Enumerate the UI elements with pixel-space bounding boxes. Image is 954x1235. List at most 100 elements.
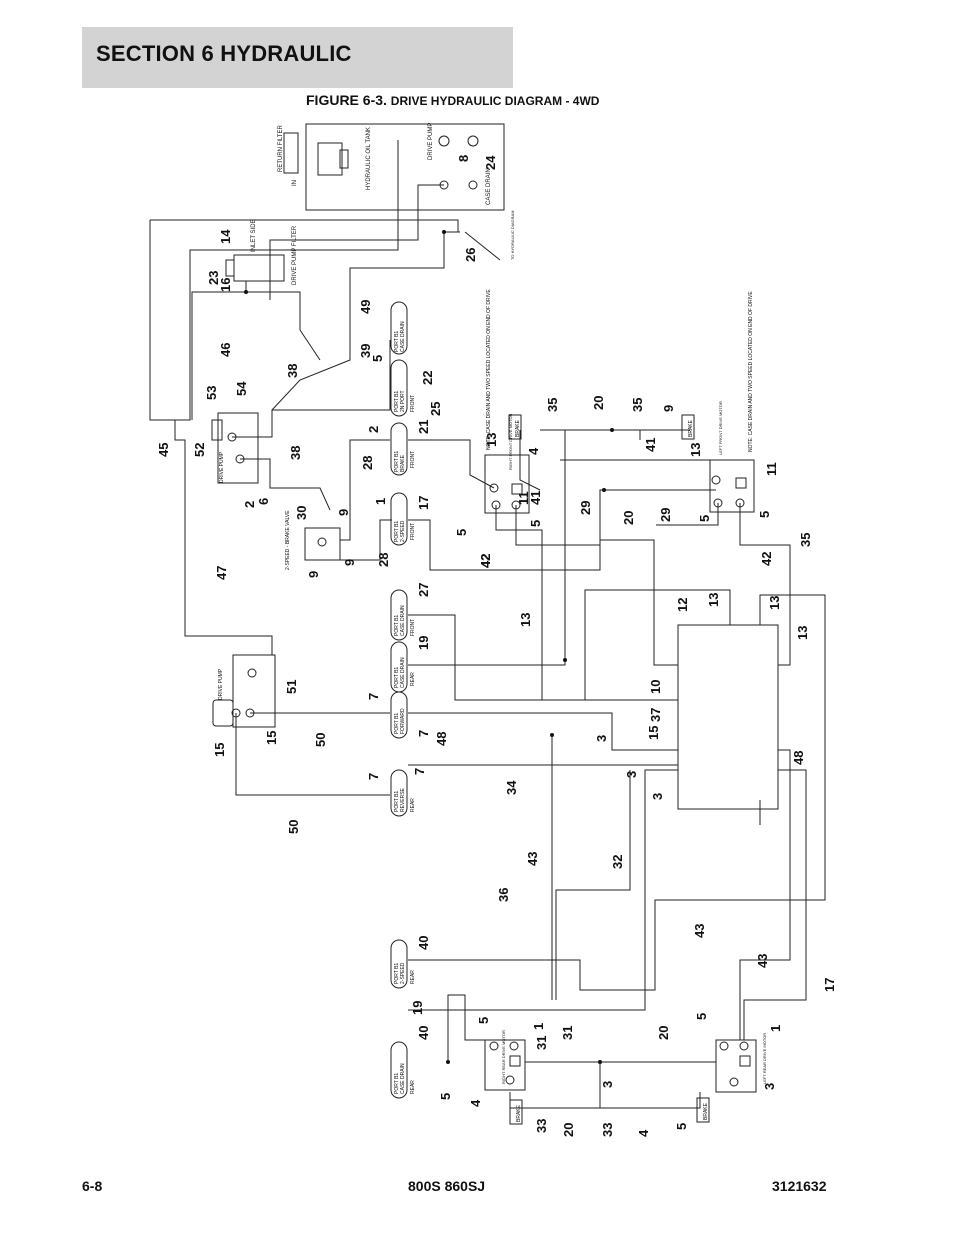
svg-text:19: 19 [410, 1001, 425, 1015]
svg-text:FRONT: FRONT [410, 395, 416, 412]
svg-text:CASE DRAIN: CASE DRAIN [400, 1063, 406, 1094]
document-number: 3121632 [772, 1178, 827, 1194]
svg-text:53: 53 [204, 386, 219, 400]
svg-text:PORT B1: PORT B1 [394, 791, 400, 812]
brake-label-4: BRAKE [703, 1102, 709, 1120]
svg-text:CASE DRAIN: CASE DRAIN [400, 321, 406, 352]
svg-text:48: 48 [791, 751, 806, 765]
svg-text:20: 20 [621, 511, 636, 525]
svg-text:17: 17 [822, 978, 837, 992]
svg-text:35: 35 [798, 533, 813, 547]
case-drain-port-label: CASE DRAIN [486, 168, 492, 205]
svg-text:5: 5 [528, 520, 543, 527]
svg-text:FRONT: FRONT [410, 451, 416, 468]
svg-text:46: 46 [218, 343, 233, 357]
svg-text:49: 49 [358, 300, 373, 314]
svg-text:14: 14 [218, 229, 233, 244]
svg-text:35: 35 [545, 398, 560, 412]
svg-text:2-SPEED: 2-SPEED [400, 962, 406, 984]
oil-tank-label: HYDRAULIC OIL TANK [366, 127, 372, 190]
svg-text:28: 28 [376, 553, 391, 567]
two-speed-valve-label: 2-SPEED - BRAKE VALVE [285, 510, 291, 570]
model-number: 800S 860SJ [408, 1178, 486, 1194]
svg-text:19: 19 [416, 636, 431, 650]
svg-text:5: 5 [476, 1017, 491, 1024]
drive-pump-top [217, 412, 259, 484]
svg-text:REAR: REAR [410, 798, 416, 812]
svg-text:43: 43 [755, 954, 770, 968]
svg-text:34: 34 [504, 780, 519, 795]
svg-text:9: 9 [306, 571, 321, 578]
return-filter-in-label: IN [292, 180, 298, 186]
svg-text:7: 7 [412, 768, 427, 775]
svg-text:43: 43 [525, 852, 540, 866]
figure-caption: FIGURE 6-3. DRIVE HYDRAULIC DIAGRAM - 4W… [306, 92, 599, 108]
callout-numbers: 8 24 26 14 23 16 46 49 39 5 22 38 53 54 … [156, 155, 837, 1137]
svg-text:13: 13 [795, 626, 810, 640]
svg-text:42: 42 [478, 554, 493, 568]
svg-text:7: 7 [366, 693, 381, 700]
svg-text:PORT B1: PORT B1 [394, 963, 400, 984]
svg-text:40: 40 [416, 1026, 431, 1040]
svg-text:38: 38 [288, 446, 303, 460]
section-title: SECTION 6 HYDRAULIC [96, 41, 352, 66]
note-front-lh: NOTE: CASE DRAIN AND TWO SPEED LOCATED O… [748, 291, 754, 452]
svg-text:3: 3 [600, 1081, 615, 1088]
svg-text:9: 9 [336, 509, 351, 516]
lh-front-motor-label: LEFT FRONT DRIVE MOTOR [718, 401, 723, 455]
hydraulic-oil-tank [305, 123, 505, 211]
svg-text:29: 29 [658, 508, 673, 522]
svg-text:13: 13 [484, 433, 499, 447]
svg-text:39: 39 [358, 344, 373, 358]
svg-text:43: 43 [692, 924, 707, 938]
svg-text:8: 8 [456, 155, 471, 162]
svg-text:33: 33 [600, 1123, 615, 1137]
svg-text:33: 33 [534, 1119, 549, 1133]
svg-text:51: 51 [284, 680, 299, 694]
page-number: 6-8 [82, 1178, 103, 1194]
svg-text:50: 50 [313, 733, 328, 747]
brake-label-1: BRAKE [515, 419, 521, 437]
port-tag-texts: PORT B1 CASE DRAIN PORT B1 2N PORT FRONT… [394, 321, 416, 1094]
svg-text:5: 5 [694, 1013, 709, 1020]
drive-pump-top-label: DRIVE PUMP [219, 451, 225, 483]
svg-text:PORT B1: PORT B1 [394, 451, 400, 472]
svg-text:47: 47 [214, 566, 229, 580]
svg-text:4: 4 [468, 1099, 483, 1107]
svg-text:42: 42 [759, 552, 774, 566]
svg-text:PORT B1: PORT B1 [394, 1073, 400, 1094]
svg-text:10: 10 [648, 680, 663, 694]
svg-text:5: 5 [454, 529, 469, 536]
svg-text:36: 36 [496, 888, 511, 902]
to-hydraulic-diagram-label: TO HYDRAULIC DIAGRAM [510, 211, 515, 261]
svg-text:40: 40 [416, 936, 431, 950]
note-front-rh: NOTE: CASE DRAIN AND TWO SPEED LOCATED O… [486, 289, 492, 450]
rh-rear-motor-label: RIGHT REAR DRIVE MOTOR [501, 1030, 506, 1084]
svg-text:41: 41 [528, 491, 543, 505]
two-speed-brake-valve [304, 527, 341, 561]
svg-text:7: 7 [416, 730, 431, 737]
svg-text:CASE DRAIN: CASE DRAIN [400, 605, 406, 636]
lh-front-drive-motor [709, 459, 755, 513]
svg-text:11: 11 [516, 491, 531, 505]
manifold-block [677, 624, 779, 810]
rh-front-motor-label: RIGHT FRONT DRIVE MOTOR [508, 413, 513, 470]
svg-text:54: 54 [234, 381, 249, 396]
svg-text:24: 24 [483, 155, 498, 170]
svg-text:PORT B1: PORT B1 [394, 521, 400, 542]
svg-text:42: 42 [478, 554, 493, 568]
svg-text:28: 28 [360, 456, 375, 470]
svg-text:1: 1 [531, 1023, 546, 1030]
svg-text:20: 20 [656, 1026, 671, 1040]
svg-text:15: 15 [212, 743, 227, 757]
svg-text:13: 13 [767, 596, 782, 610]
svg-text:25: 25 [428, 402, 443, 416]
svg-text:26: 26 [463, 248, 478, 262]
drive-pump-filter-label: DRIVE PUMP FILTER [292, 225, 298, 285]
svg-text:REVERSE: REVERSE [400, 787, 406, 812]
svg-text:13: 13 [688, 443, 703, 457]
svg-text:20: 20 [591, 396, 606, 410]
port-tags [390, 301, 408, 1099]
svg-text:REAR: REAR [410, 1080, 416, 1094]
svg-text:29: 29 [578, 501, 593, 515]
